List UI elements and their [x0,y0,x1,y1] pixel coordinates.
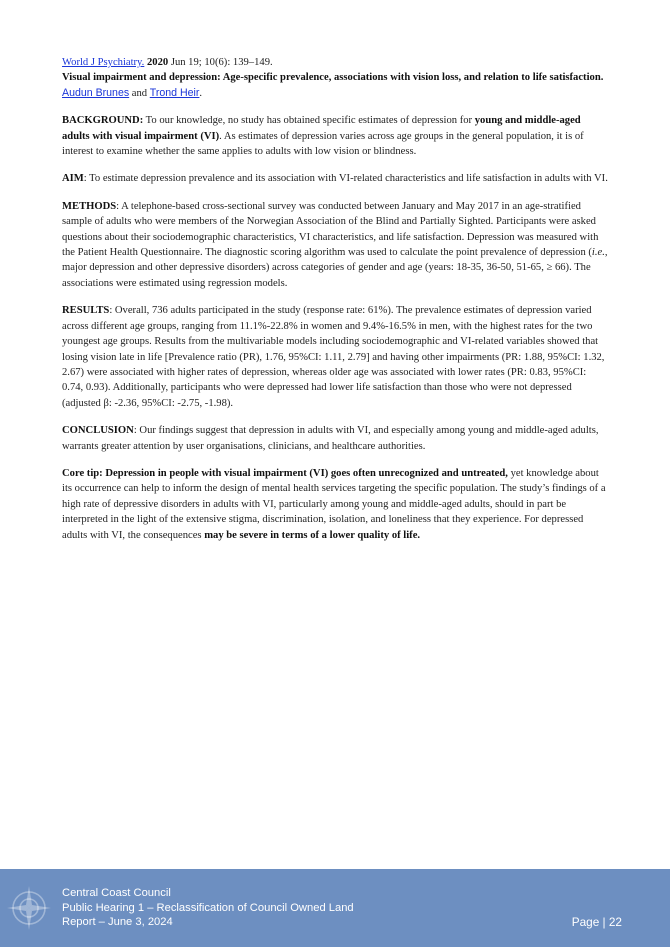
author-link-brunes[interactable]: Audun Brunes [62,86,130,99]
conclusion-section: CONCLUSION: Our findings suggest that de… [62,423,608,454]
results-label: RESULTS [62,305,110,317]
background-text-1: To our knowledge, no study has obtained … [143,115,475,127]
title-period: . [199,87,203,99]
core-tip-bold-1: Core tip: Depression in people with visu… [62,467,508,479]
conclusion-text: : Our findings suggest that depression i… [62,425,599,452]
footer-report-date: Report – June 3, 2024 [62,916,173,929]
background-bold: young and middle-aged adults with visual… [62,115,581,142]
aim-section: AIM: To estimate depression prevalence a… [62,171,608,186]
author-separator: and [129,87,150,99]
page-footer: Central Coast Council Public Hearing 1 –… [0,869,670,947]
citation: World J Psychiatry. 2020 Jun 19; 10(6): … [62,55,608,70]
conclusion-label: CONCLUSION [62,425,134,437]
background-text-2: . As estimates of depression varies acro… [62,130,584,158]
methods-text-2: , major depression and other depressive … [62,247,608,289]
footer-council-name: Central Coast Council [62,887,171,899]
footer-text: Central Coast Council Public Hearing 1 –… [62,886,354,930]
document-body: World J Psychiatry. 2020 Jun 19; 10(6): … [62,55,608,555]
background-section: BACKGROUND: To our knowledge, no study h… [62,113,608,159]
methods-section: METHODS: A telephone-based cross-section… [62,199,608,291]
citation-details: Jun 19; 10(6): 139–149. [168,57,273,68]
compass-star-logo-icon [6,885,52,931]
article-title: Visual impairment and depression: Age-sp… [62,72,604,84]
aim-label: AIM [62,173,84,185]
methods-text-1: : A telephone-based cross-sectional surv… [62,200,599,259]
core-tip-section: Core tip: Depression in people with visu… [62,466,608,543]
citation-year: 2020 [146,57,169,68]
aim-text: : To estimate depression prevalence and … [83,173,608,185]
journal-link[interactable]: World J Psychiatry. [62,57,145,68]
article-title-line: Visual impairment and depression: Age-sp… [62,70,608,101]
core-tip-bold-2: may be severe in terms of a lower qualit… [204,529,421,541]
core-tip-text: yet knowledge about its occurrence can h… [62,467,606,541]
methods-ie: i.e. [591,247,605,259]
results-section: RESULTS: Overall, 736 adults participate… [62,303,608,411]
methods-label: METHODS [62,200,117,212]
results-text: : Overall, 736 adults participated in th… [62,305,605,409]
background-label: BACKGROUND: [62,115,144,127]
page-number: Page | 22 [571,915,622,929]
author-link-heir[interactable]: Trond Heir [149,86,200,99]
footer-document-title: Public Hearing 1 – Reclassification of C… [62,901,354,914]
